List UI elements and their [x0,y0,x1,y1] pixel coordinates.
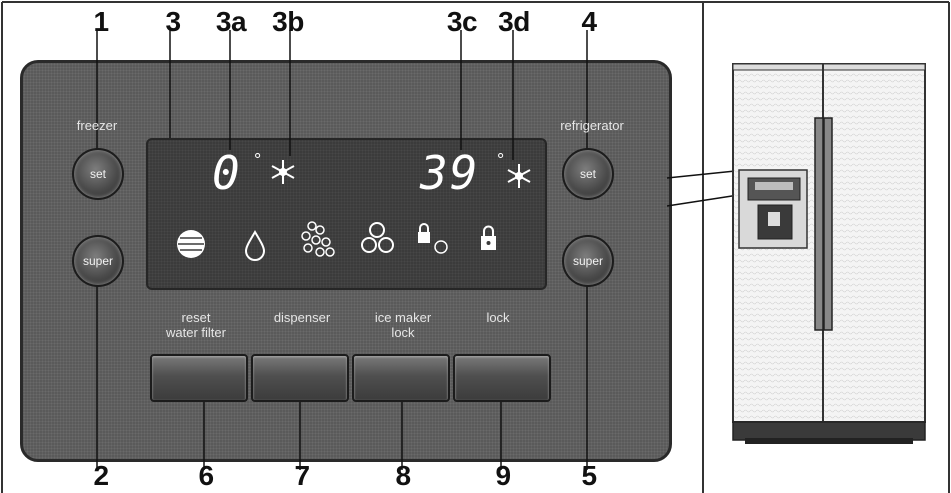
dispenser-label: dispenser [273,310,331,325]
callout-5: 5 [581,460,597,491]
freezer-set-label: set [89,167,106,181]
callout-3: 3 [165,6,181,37]
snowflake-icon [507,164,531,188]
callout-3a: 3a [215,6,247,37]
snowflake-icon [271,160,295,184]
callout-9: 9 [495,460,511,491]
lock-button[interactable] [453,354,551,402]
freezer-temperature: 0 [212,146,242,200]
refrigerator-set-button[interactable]: set [562,148,614,200]
freezer-super-button[interactable]: super [72,235,124,287]
ice-maker-lock-label: ice maker lock [374,310,432,340]
refrigerator-set-label: set [579,167,596,181]
callout-2: 2 [93,460,109,491]
refrigerator-label: refrigerator [560,118,624,133]
lock-label: lock [486,310,510,325]
callout-6: 6 [198,460,214,491]
freezer-super-label: super [82,254,114,268]
callout-3d: 3d [498,6,530,37]
freezer-set-button[interactable]: set [72,148,124,200]
refrigerator-degree: ° [497,150,505,170]
ice-cubes-icon [361,222,394,253]
refrigerator-super-label: super [572,254,604,268]
callout-8: 8 [395,460,411,491]
refrigerator-super-button[interactable]: super [562,235,614,287]
callout-3c: 3c [446,6,478,37]
water-drop-icon [244,230,266,261]
reset-water-filter-button[interactable] [150,354,248,402]
callout-4: 4 [581,6,597,37]
ice-maker-lock-icon [418,223,448,254]
freezer-label: freezer [76,118,118,133]
freezer-degree: ° [254,150,262,170]
water-filter-icon [177,230,205,258]
display-window [146,138,547,290]
ice-maker-lock-button[interactable] [352,354,450,402]
callout-1: 1 [93,6,109,37]
callout-3b: 3b [272,6,304,37]
lock-icon [481,225,496,250]
dispenser-button[interactable] [251,354,349,402]
reset-water-filter-label: reset water filter [166,310,226,340]
crushed-ice-icon [301,221,335,257]
callout-7: 7 [294,460,310,491]
refrigerator-temperature: 39 [420,146,480,200]
